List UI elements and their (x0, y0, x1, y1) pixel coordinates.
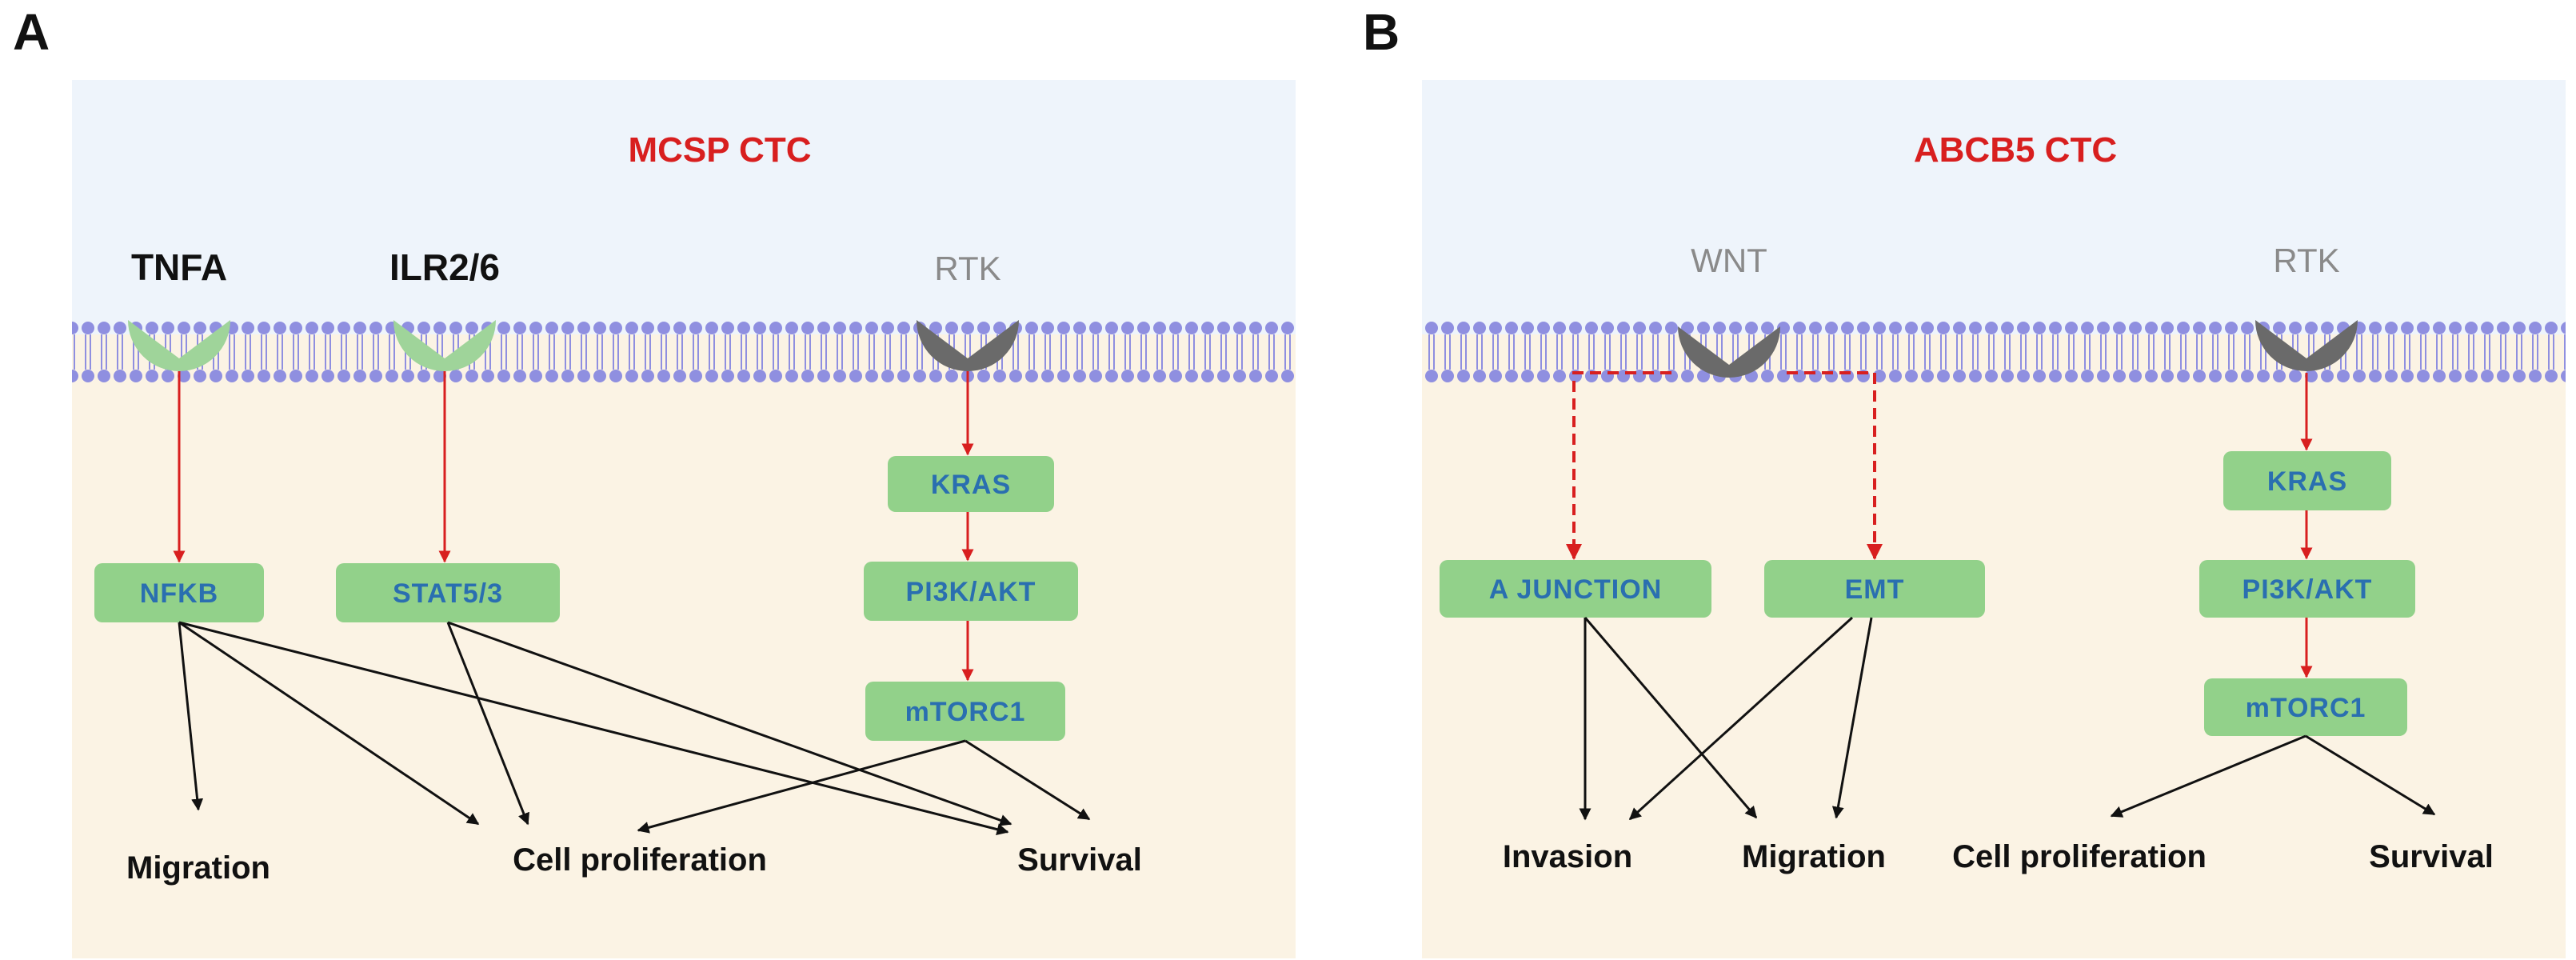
panel-b-title: ABCB5 CTC (1914, 130, 2117, 170)
arrow-stat-survival (447, 621, 1012, 826)
receptor-label-ilr: ILR2/6 (389, 246, 500, 288)
node-kras-b-label: KRAS (2267, 466, 2347, 497)
panel-b-letter: B (1363, 3, 1400, 61)
arrow-mtorc1-survival-b (2305, 734, 2436, 816)
arrow-nfkb-survival (178, 621, 1009, 835)
arrow-junction-migration (1584, 617, 1758, 819)
panel-b: B ABCB5 CTC WNT RTK A JUNCTION EMT KRAS (1363, 3, 2566, 958)
arrow-wnt-emt (1787, 371, 1883, 560)
receptor-wnt-icon (1678, 326, 1780, 378)
arrow-nfkb-migration (178, 622, 204, 811)
node-kras-a: KRAS (888, 456, 1054, 512)
outcome-proliferation-b: Cell proliferation (1952, 839, 2207, 874)
outcome-proliferation-a: Cell proliferation (513, 842, 767, 878)
arrow-stat-proliferation (446, 622, 529, 826)
node-junction: A JUNCTION (1440, 560, 1711, 618)
node-mtorc1-a: mTORC1 (865, 682, 1065, 741)
arrow-wnt-junction (1566, 371, 1671, 560)
node-mtorc1-a-label: mTORC1 (905, 697, 1026, 727)
outcome-survival-a: Survival (1017, 842, 1142, 878)
outcome-survival-b: Survival (2369, 839, 2494, 874)
node-kras-b: KRAS (2223, 451, 2391, 510)
receptor-ilr-icon (393, 320, 496, 371)
receptor-label-rtk-b: RTK (2273, 242, 2339, 279)
node-mtorc1-b: mTORC1 (2204, 678, 2407, 736)
receptor-label-rtk: RTK (934, 250, 1000, 287)
arrow-mtorc1-proliferation-a (637, 739, 966, 834)
node-nfkb-label: NFKB (140, 578, 218, 609)
node-mtorc1-b-label: mTORC1 (2246, 693, 2366, 723)
node-junction-label: A JUNCTION (1489, 574, 1663, 605)
node-kras-a-label: KRAS (931, 470, 1011, 500)
receptor-rtk-b-icon (2255, 320, 2358, 371)
outcome-invasion-b: Invasion (1503, 839, 1632, 874)
node-pi3k-b: PI3K/AKT (2199, 560, 2415, 618)
arrow-mtorc1-survival-a (965, 739, 1091, 821)
panel-a-extracellular (72, 80, 1296, 334)
receptor-tnfa-icon (128, 320, 230, 371)
node-pi3k-a: PI3K/AKT (864, 562, 1078, 621)
receptor-label-tnfa: TNFA (131, 246, 227, 288)
node-emt-label: EMT (1845, 574, 1905, 605)
node-pi3k-b-label: PI3K/AKT (2243, 574, 2373, 605)
panel-a-letter: A (13, 3, 50, 61)
arrow-nfkb-proliferation (178, 621, 480, 826)
arrow-mtorc1-proliferation-b (2110, 734, 2306, 818)
node-emt: EMT (1764, 560, 1985, 618)
outcome-migration-a: Migration (126, 850, 270, 886)
arrow-emt-migration (1831, 617, 1873, 819)
arrow-emt-invasion (1628, 616, 1854, 821)
outcome-migration-b: Migration (1742, 839, 1886, 874)
node-nfkb: NFKB (94, 563, 264, 622)
panel-a-membrane (72, 318, 1296, 382)
panel-a: A MCSP CTC TNFA ILR2/6 RTK NFKB STAT5/3 … (13, 3, 1296, 958)
node-stat: STAT5/3 (336, 563, 560, 622)
receptor-label-wnt: WNT (1691, 242, 1767, 279)
node-stat-label: STAT5/3 (393, 578, 503, 609)
panel-b-extracellular (1422, 80, 2566, 334)
panel-a-title: MCSP CTC (629, 130, 812, 170)
node-pi3k-a-label: PI3K/AKT (906, 577, 1036, 607)
receptor-rtk-icon (917, 320, 1019, 371)
